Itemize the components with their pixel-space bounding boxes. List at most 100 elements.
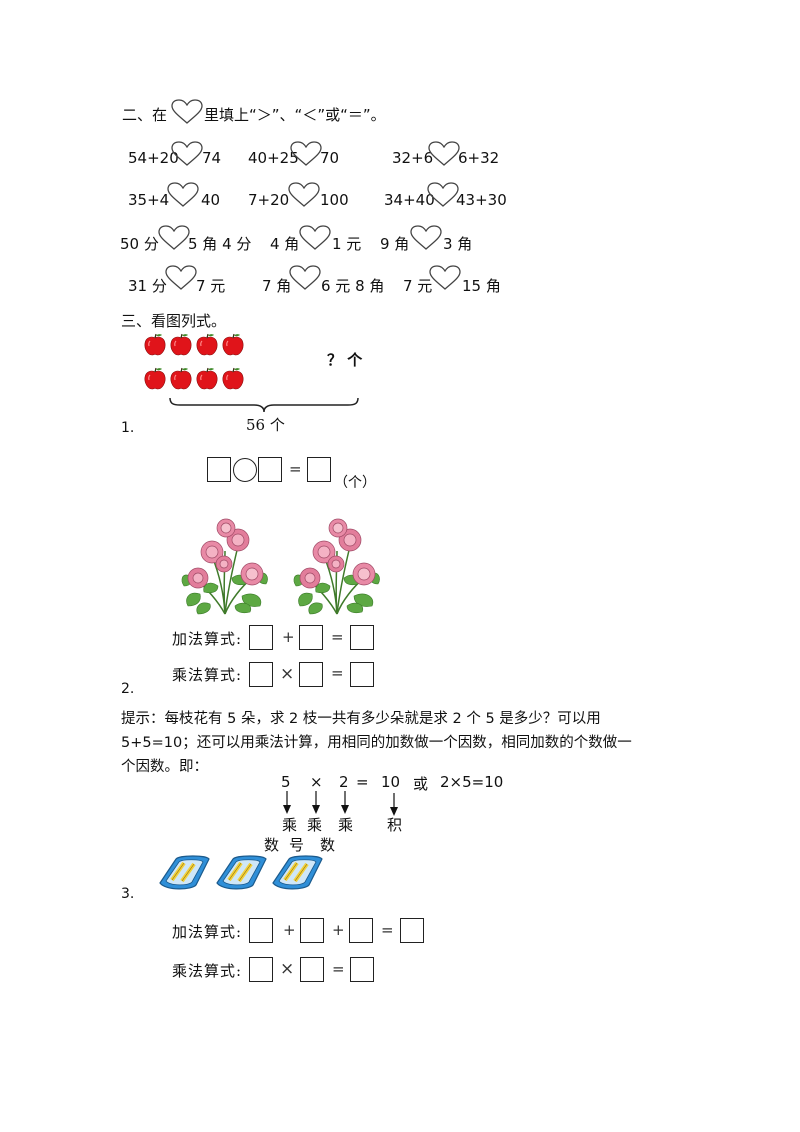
equation-2: 2 <box>339 773 349 791</box>
compare-left: 40+25 <box>248 149 299 167</box>
compare-right: 5 角 4 分 <box>188 235 252 253</box>
answer-box[interactable] <box>249 625 273 650</box>
compare-left: 50 分 <box>120 235 159 253</box>
term-multiplicand-top: 乘 <box>282 816 298 834</box>
compare-right: 3 角 <box>443 235 473 253</box>
compare-right: 7 元 <box>196 277 226 295</box>
plus-sign: + <box>282 628 295 646</box>
compare-right: 15 角 <box>462 277 501 295</box>
compare-right: 40 <box>201 191 221 209</box>
equation-10: 10 <box>381 773 401 791</box>
compare-left: 7 元 <box>403 277 433 295</box>
term-multiplicand-bottom: 数 <box>264 836 280 854</box>
question-number: 2. <box>121 681 135 697</box>
equals-sign: = <box>381 921 394 939</box>
equation-or: 或 <box>413 775 429 793</box>
times-sign: × <box>280 959 295 979</box>
answer-box[interactable] <box>349 918 373 943</box>
compare-right: 6 元 8 角 <box>321 277 385 295</box>
question-count: ？ 个 <box>327 351 363 369</box>
unit-label: （个） <box>334 475 376 491</box>
answer-box[interactable] <box>400 918 424 943</box>
heart-blank-icon[interactable] <box>426 182 460 208</box>
answer-box[interactable] <box>299 625 323 650</box>
heart-blank-icon[interactable] <box>298 225 332 251</box>
answer-box[interactable] <box>249 662 273 687</box>
equals-sign: = <box>331 664 344 682</box>
section-3-title: 三、看图列式。 <box>121 312 227 330</box>
heart-icon <box>170 99 204 125</box>
brace-icon <box>169 397 359 413</box>
equation-5: 5 <box>281 773 291 791</box>
section-2-title-post: 里填上“＞”、“＜”或“＝”。 <box>204 106 386 124</box>
plus-sign: + <box>283 921 296 939</box>
rose-bunch-image <box>292 516 382 616</box>
apple-icon <box>143 333 167 357</box>
answer-box[interactable] <box>207 457 231 482</box>
answer-box[interactable] <box>299 662 323 687</box>
answer-box[interactable] <box>350 957 374 982</box>
arrow-down-icon <box>282 791 292 815</box>
apple-icon <box>221 333 245 357</box>
equals-sign: = <box>331 628 344 646</box>
rose-bunch-image <box>180 516 270 616</box>
apple-icon <box>143 367 167 391</box>
answer-box[interactable] <box>350 662 374 687</box>
equals-sign: = <box>289 460 302 478</box>
answer-box[interactable] <box>249 918 273 943</box>
heart-blank-icon[interactable] <box>288 265 322 291</box>
pencil-box-image <box>156 853 212 893</box>
compare-left: 4 角 <box>270 235 300 253</box>
term-multiplier-bottom: 数 <box>320 836 336 854</box>
addition-label: 加法算式: <box>172 923 243 941</box>
hint-line-1: 提示：每枝花有 5 朵，求 2 枝一共有多少朵就是求 2 个 5 是多少？可以用 <box>121 711 601 727</box>
equation-alternative: 2×5=10 <box>440 773 504 791</box>
answer-box[interactable] <box>300 918 324 943</box>
heart-blank-icon[interactable] <box>289 141 323 167</box>
operator-circle[interactable] <box>233 458 257 482</box>
heart-blank-icon[interactable] <box>428 265 462 291</box>
heart-blank-icon[interactable] <box>427 141 461 167</box>
apple-icon <box>195 333 219 357</box>
heart-blank-icon[interactable] <box>157 225 191 251</box>
answer-box[interactable] <box>350 625 374 650</box>
compare-left: 34+40 <box>384 191 435 209</box>
compare-right: 1 元 <box>332 235 362 253</box>
hint-line-3: 个因数。即： <box>121 759 208 775</box>
compare-left: 54+20 <box>128 149 179 167</box>
brace-label: 56 个 <box>246 416 285 434</box>
arrow-down-icon <box>340 791 350 815</box>
answer-box[interactable] <box>307 457 331 482</box>
answer-box[interactable] <box>300 957 324 982</box>
heart-blank-icon[interactable] <box>287 182 321 208</box>
heart-blank-icon[interactable] <box>170 141 204 167</box>
compare-right: 70 <box>320 149 340 167</box>
heart-blank-icon[interactable] <box>164 265 198 291</box>
apple-icon <box>221 367 245 391</box>
pencil-box-image <box>213 853 269 893</box>
equation-equals: = <box>356 773 369 791</box>
term-multiplier-top: 乘 <box>338 816 354 834</box>
question-number: 3. <box>121 886 135 902</box>
compare-right: 74 <box>202 149 222 167</box>
equals-sign: = <box>332 960 345 978</box>
times-sign: × <box>280 664 295 684</box>
compare-left: 7 角 <box>262 277 292 295</box>
equation-times: × <box>310 773 323 791</box>
compare-left: 35+4 <box>128 191 170 209</box>
term-product: 积 <box>387 816 403 834</box>
apple-icon <box>169 367 193 391</box>
term-sign-top: 乘 <box>307 816 323 834</box>
multiplication-label: 乘法算式: <box>172 666 243 684</box>
heart-blank-icon[interactable] <box>166 182 200 208</box>
apple-icon <box>169 333 193 357</box>
apple-icon <box>195 367 219 391</box>
compare-left: 9 角 <box>380 235 410 253</box>
answer-box[interactable] <box>249 957 273 982</box>
plus-sign: + <box>332 921 345 939</box>
compare-left: 32+6 <box>392 149 434 167</box>
compare-left: 31 分 <box>128 277 167 295</box>
multiplication-label: 乘法算式: <box>172 962 243 980</box>
heart-blank-icon[interactable] <box>409 225 443 251</box>
answer-box[interactable] <box>258 457 282 482</box>
